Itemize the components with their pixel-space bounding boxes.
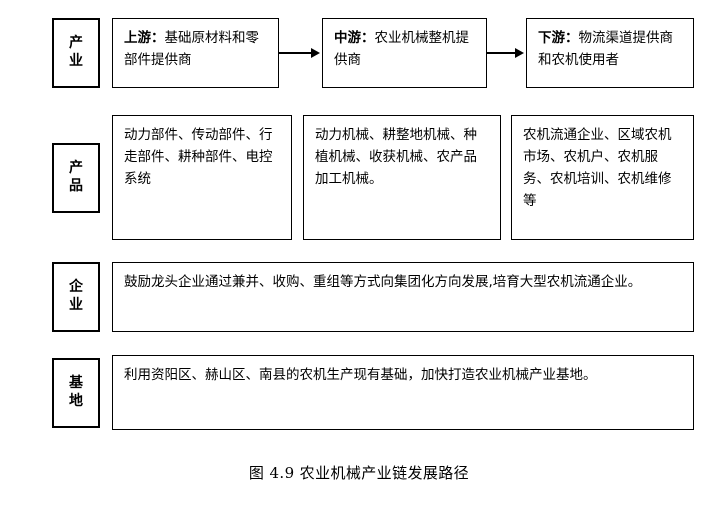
cell-industry-downstream-lead: 下游： <box>538 30 579 46</box>
cell-product-downstream-text: 农机流通企业、区域农机市场、农机户、农机服务、农机培训、农机维修等 <box>523 127 672 209</box>
row-label-base-text: 基地 <box>69 375 83 409</box>
row-label-enterprise: 企业 <box>52 262 100 332</box>
cell-base-policy-text: 利用资阳区、赫山区、南县的农机生产现有基础，加快打造农业机械产业基地。 <box>124 367 597 383</box>
cell-industry-upstream-lead: 上游： <box>124 30 165 46</box>
arrow-head <box>311 48 320 58</box>
row-label-industry-text: 产业 <box>69 35 83 69</box>
cell-industry-downstream: 下游：物流渠道提供商和农机使用者 <box>526 18 694 88</box>
cell-industry-downstream-text: 下游：物流渠道提供商和农机使用者 <box>538 28 682 72</box>
row-label-industry: 产业 <box>52 18 100 88</box>
arrow-midstream-to-downstream <box>487 48 526 58</box>
cell-industry-upstream-body: 基础原材料和零部件提供商 <box>124 30 259 68</box>
row-label-product: 产品 <box>52 143 100 213</box>
cell-product-midstream-text: 动力机械、耕整地机械、种植机械、收获机械、农产品加工机械。 <box>315 127 477 187</box>
cell-industry-midstream-body: 农业机械整机提供商 <box>334 30 469 68</box>
arrow-upstream-to-midstream <box>279 48 322 58</box>
cell-base-policy: 利用资阳区、赫山区、南县的农机生产现有基础，加快打造农业机械产业基地。 <box>112 355 694 430</box>
row-label-product-text: 产品 <box>69 160 83 194</box>
cell-enterprise-policy: 鼓励龙头企业通过兼并、收购、重组等方式向集团化方向发展,培育大型农机流通企业。 <box>112 262 694 332</box>
arrow-head <box>515 48 524 58</box>
cell-industry-downstream-body: 物流渠道提供商和农机使用者 <box>538 30 673 68</box>
cell-product-midstream: 动力机械、耕整地机械、种植机械、收获机械、农产品加工机械。 <box>303 115 501 240</box>
cell-product-upstream-text: 动力部件、传动部件、行走部件、耕种部件、电控系统 <box>124 127 273 187</box>
cell-industry-midstream-lead: 中游： <box>334 30 375 46</box>
cell-enterprise-policy-text: 鼓励龙头企业通过兼并、收购、重组等方式向集团化方向发展,培育大型农机流通企业。 <box>124 274 642 290</box>
row-label-enterprise-text: 企业 <box>69 279 83 313</box>
row-label-base: 基地 <box>52 358 100 428</box>
cell-industry-upstream-text: 上游：基础原材料和零部件提供商 <box>124 28 267 72</box>
cell-product-downstream: 农机流通企业、区域农机市场、农机户、农机服务、农机培训、农机维修等 <box>511 115 694 240</box>
cell-industry-midstream-text: 中游：农业机械整机提供商 <box>334 28 475 72</box>
arrow-shaft <box>487 52 517 54</box>
cell-product-upstream: 动力部件、传动部件、行走部件、耕种部件、电控系统 <box>112 115 292 240</box>
figure-caption: 图 4.9 农业机械产业链发展路径 <box>248 464 470 482</box>
arrow-shaft <box>279 52 313 54</box>
cell-industry-midstream: 中游：农业机械整机提供商 <box>322 18 487 88</box>
cell-industry-upstream: 上游：基础原材料和零部件提供商 <box>112 18 279 88</box>
